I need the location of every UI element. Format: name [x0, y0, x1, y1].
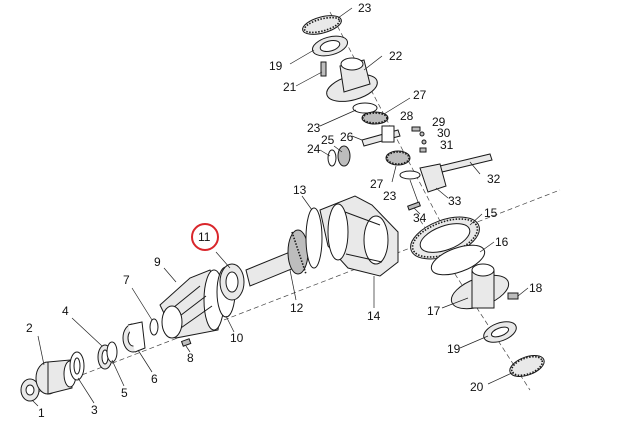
callout-33: 33	[448, 194, 462, 208]
part-17-diff-case	[450, 263, 510, 310]
part-28-bolt	[411, 126, 421, 132]
part-25-pinion	[337, 145, 351, 167]
callout-15: 15	[484, 206, 498, 220]
part-20-adjusting-nut	[509, 355, 545, 377]
callout-3: 3	[91, 403, 98, 417]
part-34-pin	[407, 201, 421, 211]
callout-20: 20	[470, 380, 484, 394]
part-5-seal	[106, 341, 118, 363]
part-21-bolt	[320, 61, 327, 77]
part-22-case-half	[326, 57, 378, 102]
callout-23-mid: 23	[307, 121, 321, 135]
part-19-top-bearing	[311, 35, 349, 57]
callout-25: 25	[321, 133, 335, 147]
part-7-spacer	[149, 318, 159, 336]
part-2-flange	[35, 359, 77, 395]
callout-18: 18	[529, 281, 543, 295]
part-24-washer	[327, 149, 337, 167]
callout-6: 6	[151, 372, 158, 386]
callout-32: 32	[487, 172, 501, 186]
callout-7: 7	[123, 273, 130, 287]
callout-21: 21	[283, 80, 297, 94]
part-33-lock-plate	[419, 163, 447, 193]
callout-14: 14	[367, 309, 381, 323]
callout-30: 30	[437, 126, 451, 140]
part-9-bearing-cage	[159, 269, 225, 339]
callout-1: 1	[38, 406, 45, 420]
part-1-nut	[20, 378, 40, 402]
part-27-lower-side-gear	[385, 150, 411, 166]
part-23-top-nut	[302, 15, 342, 35]
part-6-bearing	[122, 321, 146, 353]
callout-29: 29	[432, 115, 446, 129]
part-3-shield	[69, 351, 85, 381]
callout-23-top: 23	[358, 1, 372, 15]
callout-9: 9	[154, 255, 161, 269]
callout-13: 13	[293, 183, 307, 197]
part-12-drive-pinion	[245, 229, 309, 287]
callout-22: 22	[389, 49, 403, 63]
callout-5: 5	[121, 386, 128, 400]
callout-34: 34	[413, 211, 427, 225]
part-19-lower-bearing	[483, 321, 517, 343]
callout-8: 8	[187, 351, 194, 365]
part-18-bolt	[507, 292, 519, 300]
part-8-bolt	[180, 338, 192, 347]
part-27-top-side-gear	[361, 111, 389, 125]
callout-19-upper: 19	[269, 59, 283, 73]
callout-23-lower: 23	[383, 189, 397, 203]
part-23-lower-washer	[399, 170, 421, 180]
part-14-carrier	[319, 195, 399, 277]
callout-26: 26	[340, 130, 354, 144]
part-23-mid-washer	[352, 102, 378, 114]
part-13-gasket	[305, 207, 323, 269]
callout-24: 24	[307, 142, 321, 156]
callout-2: 2	[26, 321, 33, 335]
part-16-washer	[430, 244, 486, 276]
part-29-31-small-parts	[419, 131, 427, 153]
callout-19-lower: 19	[447, 342, 461, 356]
part-32-shaft	[439, 153, 493, 173]
callout-27-lower: 27	[370, 177, 384, 191]
part-26-cross-shaft	[361, 125, 401, 147]
callout-10: 10	[230, 331, 244, 345]
highlight-circle	[191, 223, 219, 251]
callout-11: 11	[198, 230, 211, 244]
callout-27-upper: 27	[413, 88, 427, 102]
callout-4: 4	[62, 304, 69, 318]
callout-16: 16	[495, 235, 509, 249]
callout-28: 28	[400, 109, 414, 123]
callout-31: 31	[440, 138, 454, 152]
leader-lines	[31, 7, 529, 407]
callout-12: 12	[290, 301, 304, 315]
part-11-bearing	[219, 263, 245, 301]
callout-17: 17	[427, 304, 441, 318]
